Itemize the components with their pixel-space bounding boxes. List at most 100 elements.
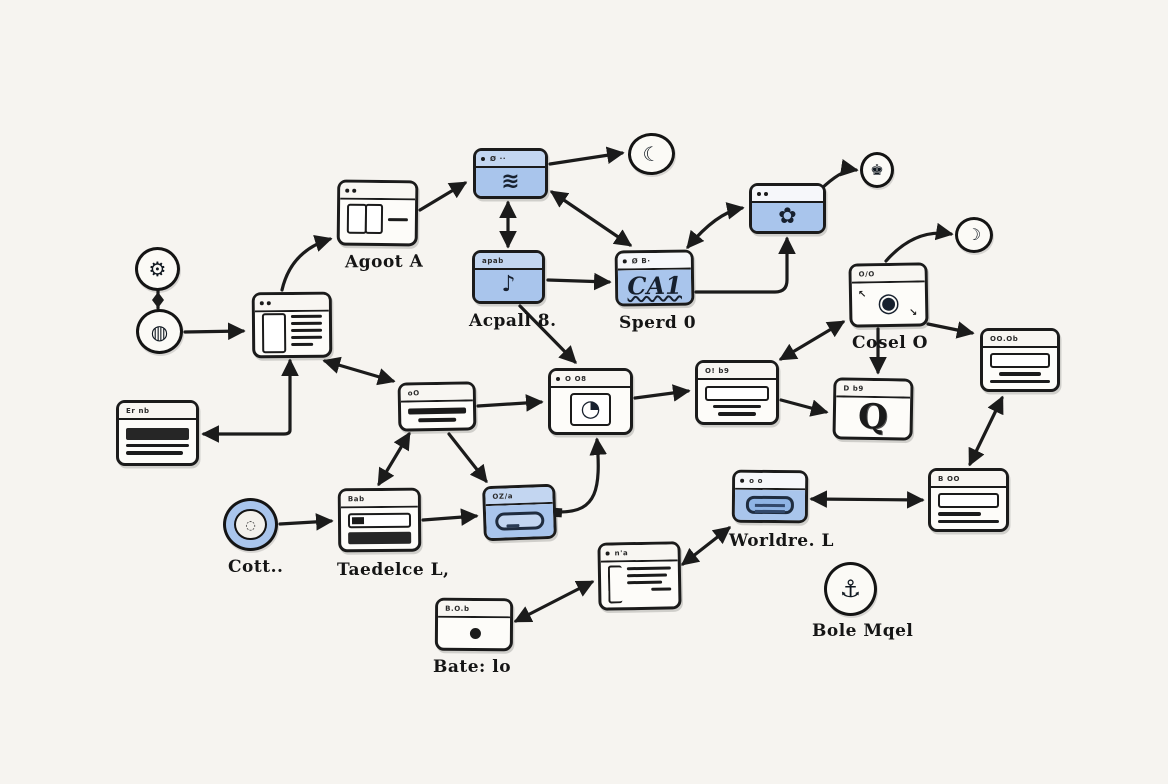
edge-main-darklog [201,358,299,443]
titlebar-text: OZ/a [492,491,514,501]
window-content: ≋ [476,168,545,196]
window-content: ♪ [475,270,542,301]
label-taedelce: Taedelce L, [337,560,450,580]
label-acpall: Acpall 8. [469,311,557,331]
window-content [401,401,473,428]
node-scribble-circle: ⚙ [135,247,180,291]
gear-scribble-icon: ⚙ [148,257,167,281]
window-content [340,200,415,243]
edge-cosel-to-moon2 [884,222,954,263]
titlebar-text: Ø B· [631,256,651,265]
sidebar-skeleton [261,313,287,354]
window-content [601,561,679,607]
node-search-q: D b9 Q [832,377,914,441]
titlebar: O O8 [551,371,630,388]
titlebar: n'a [600,544,678,563]
edge-globemid-to-barsright [633,384,691,402]
magnifier-q-icon: Q [857,396,889,438]
edge-bate-notes [513,580,595,623]
node-taedelce: Bab [337,487,422,553]
edge-listbottom-listtop [968,395,1004,467]
titlebar-text: O O8 [565,374,587,383]
label-cosel: Cosel O [852,333,928,353]
window-content [983,348,1057,389]
titlebar: OO.Ob [983,331,1057,348]
titlebar-text: D b9 [843,383,864,393]
text-lines-skeleton [626,565,672,604]
signature-scribble-icon: CA1 [627,270,683,301]
crescent-moon-icon: ☽ [966,225,982,244]
titlebar-text: Bab [347,494,365,503]
titlebar-text: OO.Ob [990,334,1019,343]
line-skeleton [346,237,396,239]
dense-text-block-skeleton [126,427,189,440]
edge-main-barsmid [322,356,396,386]
edge-apple-to-key [818,159,859,192]
line-skeleton [938,512,981,516]
window-content [255,312,329,355]
dense-text-block-skeleton [348,531,412,544]
edge-barsmid-to-pill [447,432,488,484]
bracket-skeleton [607,565,623,604]
apple-scribble-icon: ✿ [778,203,797,229]
scribble-note-icon: ♪ [501,272,516,298]
input-bar-skeleton [347,512,412,529]
node-bars-right: O! b9 [695,360,779,425]
window-dot-icon [352,188,357,193]
node-anchor-circle: ⚓ [824,562,877,616]
line-skeleton [990,379,1050,384]
titlebar [340,182,416,201]
edge-globe-to-main [183,322,246,341]
titlebar: O/O [851,265,925,284]
titlebar-text: apab [482,256,504,265]
line-skeleton [713,404,761,409]
titlebar: apab [475,253,542,270]
titlebar [752,186,823,203]
window-content [698,380,776,422]
window-dot-icon [764,191,768,196]
edge-barsmid-to-globemid [476,394,544,412]
edge-barsright-to-q [779,398,829,417]
node-list-bottom-right: B OO [928,468,1009,532]
node-globe-circle: ◍ [136,309,183,354]
line-skeleton [938,519,999,524]
titlebar: o o [735,472,806,491]
window-dot-icon [556,376,560,381]
edge-main-to-agent [280,234,333,292]
label-worldre: Worldre. L [729,531,834,551]
node-cott-circle: ◌ [223,498,278,551]
node-main-window [251,291,333,359]
edge-sperd-to-apple-elbow [694,236,796,294]
arrow-mark-icon: ↘ [908,307,918,319]
edge-pill-to-globemid [558,437,607,514]
window-content [341,508,418,549]
anchor-icon: ⚓ [839,575,862,603]
line-skeleton [418,417,457,422]
edge-acpall-to-sperd [546,272,612,291]
window-content: Q [836,396,911,438]
titlebar: Bab [340,490,418,509]
node-list-top-right: OO.Ob [980,328,1060,392]
label-sperd: Sperd 0 [619,313,697,333]
edge-cosel-to-listtop [926,321,975,339]
node-key-circle: ♚ [860,152,894,188]
window-content: ◔ [551,388,630,432]
titlebar-text: n'a [614,548,629,557]
node-seo-panel: Ø ·· ≋ [473,148,548,199]
node-cosel: O/O ↖ ◉ ↘ [848,262,929,328]
pill-button-skeleton [494,511,545,531]
node-globe-mid: O O8 ◔ [548,368,633,435]
window-dot-icon [481,156,485,161]
text-lines-skeleton [290,313,323,347]
window-content [485,503,554,538]
node-bars-mid: oO [397,381,477,432]
window-content: CA1 [617,269,692,304]
moon-globe-icon: ☾ [641,141,662,167]
titlebar-text: oO [407,388,420,398]
window-content: ↖ ◉ ↘ [852,282,926,324]
node-pill-panel: OZ/a [482,483,557,542]
bar-skeleton [705,385,769,401]
node-moon-circle-1: ☾ [626,131,677,177]
diamond-connector [152,292,164,308]
